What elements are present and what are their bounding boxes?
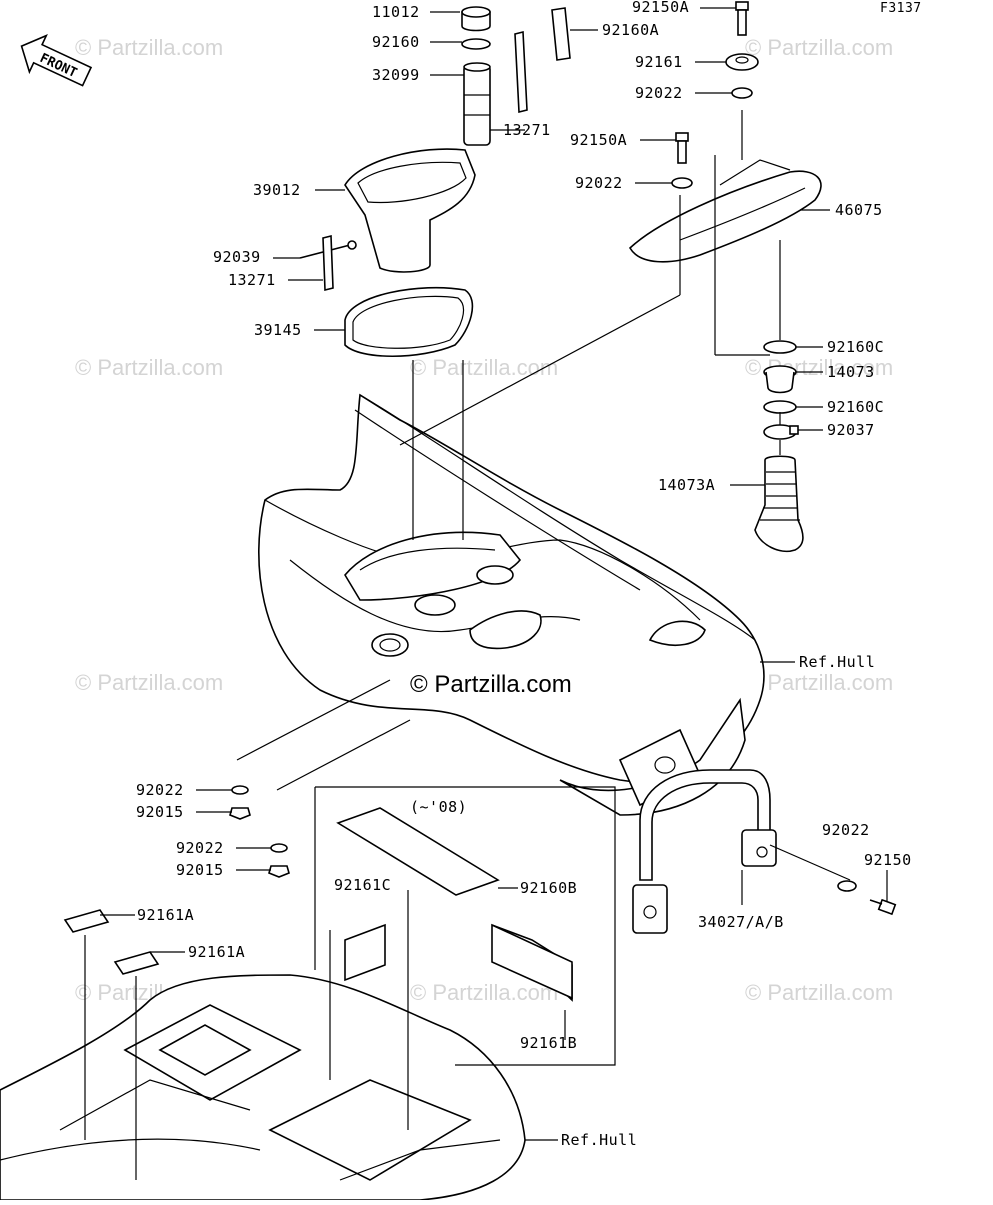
part-label-92160B: 92160B (520, 879, 577, 897)
fasteners-decals (63, 785, 897, 1066)
handle-components (551, 1, 822, 552)
ref-hull-label-lower: Ref.Hull (561, 1131, 637, 1149)
part-label-92160C-top: 92160C (827, 338, 884, 356)
ref-hull-label-upper: Ref.Hull (799, 653, 875, 671)
part-label-92150: 92150 (864, 851, 912, 869)
part-label-46075: 46075 (835, 201, 883, 219)
part-label-39145: 39145 (254, 321, 302, 339)
watermark: © Partzilla.com (75, 355, 223, 380)
part-label-92150A-top: 92150A (632, 0, 689, 16)
watermark: © Partzilla.com (75, 35, 223, 60)
part-label-14073: 14073 (827, 363, 875, 381)
part-label-92022-left-b: 92022 (176, 839, 224, 857)
watermark: © Partzilla.com (410, 980, 558, 1005)
part-label-92160: 92160 (372, 33, 420, 51)
watermark: © Partzilla.com (745, 980, 893, 1005)
lower-hull (0, 974, 526, 1201)
part-label-32099: 32099 (372, 66, 420, 84)
boarding-handle (632, 769, 777, 934)
watermark-main: © Partzilla.com (410, 671, 572, 698)
watermark: © Partzilla.com (745, 670, 893, 695)
hull-deck (258, 393, 765, 816)
part-label-92160C-bottom: 92160C (827, 398, 884, 416)
part-label-92160A: 92160A (602, 21, 659, 39)
part-label-92161A-bottom: 92161A (188, 943, 245, 961)
part-label-92015-b: 92015 (176, 861, 224, 879)
watermark: © Partzilla.com (745, 35, 893, 60)
part-label-14073A: 14073A (658, 476, 715, 494)
part-label-39012: 39012 (253, 181, 301, 199)
part-label-92161C: 92161C (334, 876, 391, 894)
part-label-92015-a: 92015 (136, 803, 184, 821)
part-labels: 11012 92160 32099 13271 39012 92039 1327… (136, 0, 912, 1149)
part-label-92037: 92037 (827, 421, 875, 439)
part-label-92022-left-a: 92022 (136, 781, 184, 799)
part-label-92022-mid: 92022 (575, 174, 623, 192)
part-label-92161A-top: 92161A (137, 906, 194, 924)
part-label-13271-bottom: 13271 (228, 271, 276, 289)
watermark: © Partzilla.com (410, 355, 558, 380)
part-label-13271-top: 13271 (503, 121, 551, 139)
watermark: © Partzilla.com (75, 670, 223, 695)
part-label-92161B: 92161B (520, 1034, 577, 1052)
part-label-11012: 11012 (372, 3, 420, 21)
diagram-code: F3137 (880, 1, 922, 16)
part-label-92022-top: 92022 (635, 84, 683, 102)
part-label-92161: 92161 (635, 53, 683, 71)
part-label-92039: 92039 (213, 248, 261, 266)
leader-lines (84, 7, 888, 1180)
part-label-92150A-mid: 92150A (570, 131, 627, 149)
note-year: (~'08) (410, 798, 467, 816)
storage-components (299, 6, 528, 357)
part-label-92022-right: 92022 (822, 821, 870, 839)
part-label-34027: 34027/A/B (698, 913, 784, 931)
